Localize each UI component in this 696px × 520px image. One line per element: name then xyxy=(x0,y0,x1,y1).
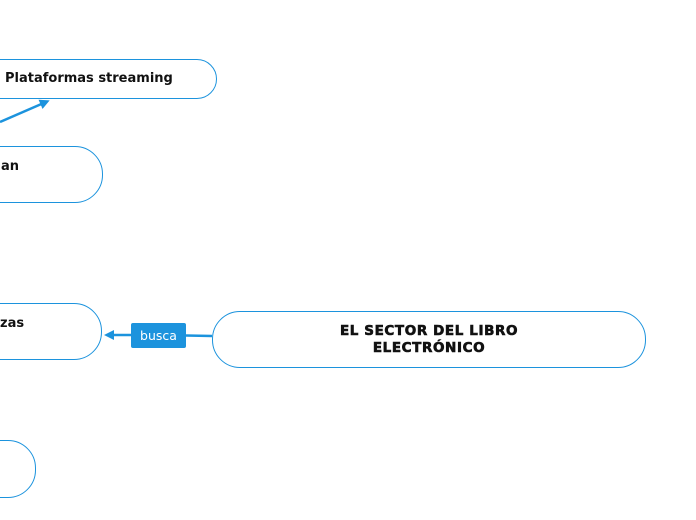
node-plataformas-streaming[interactable]: Plataformas streaming xyxy=(0,59,217,99)
connector-to-streaming xyxy=(0,99,50,124)
node-label: zas xyxy=(0,316,25,331)
node-label: an xyxy=(1,159,20,174)
central-topic-label: EL SECTOR DEL LIBRO ELECTRÓNICO xyxy=(339,323,519,357)
central-topic-node[interactable]: EL SECTOR DEL LIBRO ELECTRÓNICO xyxy=(212,311,646,368)
node-label: Plataformas streaming xyxy=(5,71,173,86)
node-zas[interactable]: zas xyxy=(0,303,102,360)
connector-label-busca[interactable]: busca xyxy=(131,323,186,348)
connector-main-to-label xyxy=(185,334,213,338)
node-an[interactable]: an xyxy=(0,146,103,203)
